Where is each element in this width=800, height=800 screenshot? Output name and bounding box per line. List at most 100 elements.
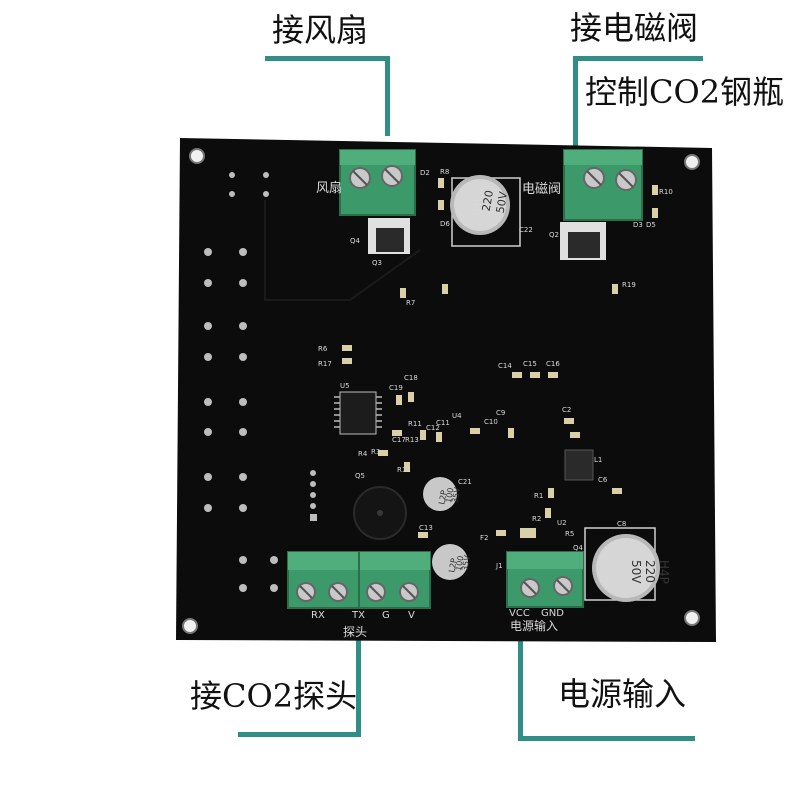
ref-c13: C13 (419, 524, 433, 532)
ref-c17: C17 (392, 436, 406, 444)
ref-c21: C21 (458, 478, 472, 486)
ref-r6: R6 (318, 345, 328, 353)
ref-c10: C10 (484, 418, 498, 426)
cap-right-text-2: 220 (643, 560, 657, 583)
probe-callout: 接CO2探头 (190, 677, 358, 715)
ref-d2: D2 (420, 169, 430, 177)
ref-u2: U2 (557, 519, 567, 527)
ref-c8: C8 (617, 520, 626, 528)
cap-small2-text-1: L2P (447, 557, 458, 573)
inductor-l1 (564, 449, 594, 481)
ref-l1: L1 (594, 456, 602, 464)
mount-hole-tr (684, 154, 700, 170)
silk-power-label: 电源输入 (510, 618, 558, 633)
ref-r10: R10 (659, 188, 673, 196)
valve-callout: 接电磁阀 (570, 9, 699, 47)
fan-terminal-block (339, 149, 416, 216)
ref-u4: U4 (452, 412, 462, 420)
cap-top-text-2: 220 (480, 189, 496, 212)
ref-r13: R13 (405, 436, 419, 444)
ref-q4b: Q4 (573, 544, 584, 552)
ref-r4: R4 (358, 450, 368, 458)
silk-pin-vcc: VCC (509, 608, 530, 619)
ref-r17: R17 (318, 360, 332, 368)
valve-terminal-block (563, 149, 643, 221)
cap-top-text-1: H4P (470, 196, 484, 218)
cap-top-text-3: 50V (494, 190, 511, 214)
ref-r11: R11 (408, 420, 422, 428)
power-callout: 电源输入 (558, 675, 687, 713)
ref-r7: R7 (406, 299, 415, 307)
ref-c14: C14 (498, 362, 512, 370)
fan-callout-line-v (385, 56, 390, 136)
capacitor-small-1: L2P 100 35V (423, 477, 462, 511)
mount-hole-tl (189, 148, 205, 164)
ref-r12: R12 (397, 466, 411, 474)
ref-c2: C2 (562, 406, 571, 414)
capacitor-top: H4P 220 50V (450, 175, 521, 247)
cap-small1-text-3: 35V (450, 486, 462, 503)
ref-c18: C18 (404, 374, 418, 382)
ref-d6: D6 (440, 220, 450, 228)
ref-r5: R5 (565, 530, 574, 538)
fan-callout-line-h (265, 56, 390, 61)
ref-d5: D5 (646, 221, 656, 229)
ref-c19: C19 (389, 384, 403, 392)
ref-q3: Q3 (372, 259, 382, 267)
silk-fan-label: 风扇 (316, 180, 342, 196)
ic-u5 (334, 391, 382, 435)
mount-hole-bl (182, 618, 198, 634)
silk-refs: D2 R8 D6 C22 Q4 Q3 R7 R10 D3 D5 Q2 R19 R… (318, 168, 673, 570)
cap-right-text-1: H4P (657, 560, 671, 584)
ref-r8: R8 (440, 168, 449, 176)
smd-components (342, 178, 658, 538)
power-terminal-block (506, 551, 584, 608)
ref-r3: R3 (371, 448, 380, 456)
probe-terminal-block (287, 551, 431, 609)
trace (264, 200, 421, 301)
ref-r19: R19 (622, 281, 636, 289)
ref-c9: C9 (496, 409, 505, 417)
ref-r2: R2 (532, 515, 541, 523)
silk-pin-gnd: GND (541, 608, 564, 619)
left-pads (204, 172, 317, 592)
capacitor-right: H4P 220 50V (584, 527, 671, 602)
ref-j1: J1 (495, 562, 503, 570)
probe-callout-line-v (356, 640, 361, 736)
valve-callout-line-v (573, 56, 578, 154)
ref-c15: C15 (523, 360, 537, 368)
cap-small2-text-3: 35V (460, 554, 472, 571)
silk-pin-rx: RX (311, 610, 325, 621)
mosfet-q2 (560, 222, 606, 260)
ref-q4: Q4 (350, 237, 361, 245)
capacitor-small-2: L2P 100 35V (432, 544, 472, 580)
fan-callout: 接风扇 (272, 11, 369, 49)
ref-c11: C11 (436, 419, 450, 427)
probe-callout-line-h (238, 732, 361, 737)
cap-small1-text-1: L2P (437, 489, 448, 505)
ref-q2: Q2 (549, 231, 559, 239)
silk-pin-tx: TX (351, 610, 365, 621)
ref-r1: R1 (534, 492, 543, 500)
valve-callout-line-h (573, 56, 703, 61)
ref-d3: D3 (633, 221, 643, 229)
mount-hole-br (684, 610, 700, 626)
ref-c6: C6 (598, 476, 608, 484)
ref-c12: C12 (426, 424, 440, 432)
ref-c22: C22 (519, 226, 533, 234)
silk-valve-label: 电磁阀 (522, 182, 561, 197)
buzzer-hole (377, 510, 383, 516)
ref-u5: U5 (340, 382, 350, 390)
cap-small1-text-2: 100 (444, 487, 456, 504)
silk-pin-g: G (382, 610, 390, 621)
silk-probe-label: 探头 (343, 625, 367, 639)
cap-small2-text-2: 100 (454, 555, 466, 572)
power-callout-line-h (518, 736, 695, 741)
cap-right-text-3: 50V (629, 560, 643, 584)
ref-f2: F2 (480, 534, 488, 542)
ref-c16: C16 (546, 360, 560, 368)
silk-pin-v: V (408, 610, 415, 621)
mosfet-q4 (368, 218, 410, 254)
co2-bottle-callout: 控制CO2钢瓶 (585, 73, 785, 111)
